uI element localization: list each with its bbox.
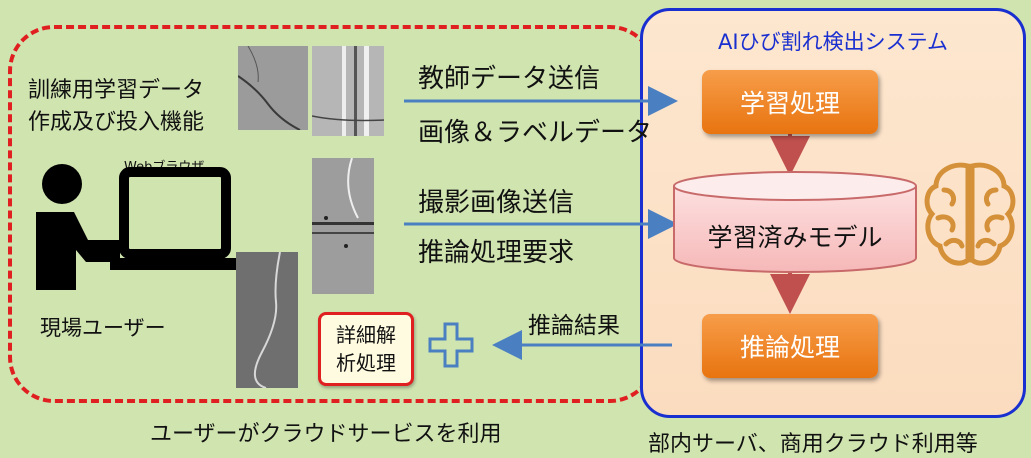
crack-photo (236, 252, 298, 388)
trained-model-cylinder (673, 171, 917, 273)
training-data-title-line2: 作成及び投入機能 (28, 110, 205, 135)
inference-result-label: 推論結果 (528, 313, 620, 339)
crack-photo (312, 158, 374, 294)
inference-process-box: 推論処理 (702, 314, 878, 378)
user-area-caption: ユーザーがクラウドサービスを利用 (150, 422, 502, 447)
send-photo-label: 撮影画像送信 (418, 188, 575, 218)
ai-area-caption: 部内サーバ、商用クラウド利用等 (648, 432, 978, 457)
training-data-title-line1: 訓練用学習データ (28, 78, 205, 103)
user-label: 現場ユーザー (40, 316, 166, 340)
detail-line2: 析処理 (336, 351, 396, 375)
plus-icon (428, 322, 474, 368)
image-label-data-label: 画像＆ラベルデータ (418, 118, 653, 148)
user-at-computer-icon (36, 164, 238, 290)
ai-system-title: AIひび割れ検出システム (718, 30, 948, 54)
inference-process-label: 推論処理 (739, 333, 840, 362)
detail-analysis-box: 詳細解 析処理 (318, 312, 414, 386)
crack-photo (238, 46, 308, 130)
crack-photo (312, 46, 384, 136)
trained-model-label: 学習済みモデル (707, 223, 883, 252)
send-teacher-data-label: 教師データ送信 (418, 64, 601, 94)
learning-process-box: 学習処理 (702, 70, 878, 134)
detail-line1: 詳細解 (336, 323, 396, 347)
inference-request-label: 推論処理要求 (418, 238, 575, 268)
brain-icon (924, 162, 1016, 266)
learning-process-label: 学習処理 (739, 89, 840, 118)
